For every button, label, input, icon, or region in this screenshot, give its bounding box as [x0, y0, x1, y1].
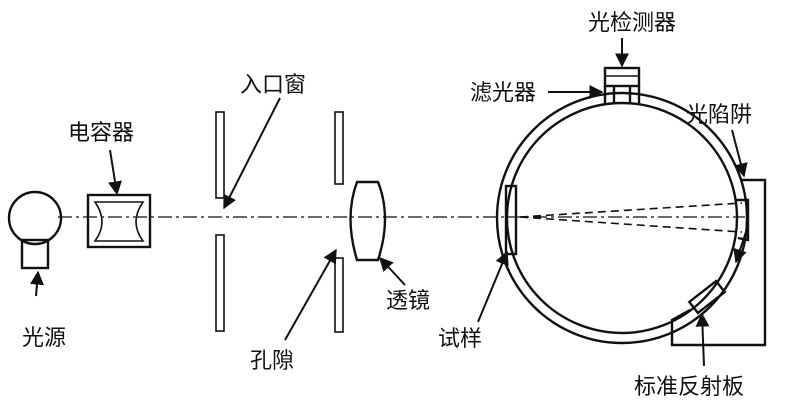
- aperture-plates: [334, 111, 344, 333]
- label-light-trap: 光陷阱: [686, 103, 752, 128]
- reflect-arrow: [733, 231, 747, 264]
- lens-shape: [349, 180, 387, 262]
- reflected-beams: [519, 202, 743, 233]
- capacitor-box: [86, 193, 152, 249]
- photodetector: [603, 66, 641, 88]
- leader-sample: [477, 250, 509, 323]
- label-entrance-window: 入口窗: [240, 73, 306, 98]
- label-light-source: 光源: [22, 326, 66, 351]
- leader-light-trap: [731, 129, 748, 178]
- leader-aperture: [284, 248, 337, 341]
- light-source: [7, 190, 63, 270]
- label-photodetector: 光检测器: [588, 11, 676, 36]
- label-aperture: 孔隙: [250, 349, 294, 374]
- label-sample: 试样: [438, 327, 482, 352]
- leader-capacitor: [108, 149, 122, 196]
- leader-lens: [379, 256, 406, 286]
- label-capacitor: 电容器: [68, 121, 134, 146]
- leader-standard-reflector: [695, 312, 710, 367]
- label-filter: 滤光器: [470, 81, 536, 106]
- label-lens: 透镜: [386, 289, 430, 314]
- label-standard-reflector: 标准反射板: [634, 375, 744, 400]
- entrance-window: [215, 111, 225, 332]
- leader-entrance-window: [223, 97, 281, 210]
- leader-light-source: [29, 270, 44, 297]
- standard-reflector-plate: [687, 279, 727, 315]
- sample-plate: [504, 184, 518, 256]
